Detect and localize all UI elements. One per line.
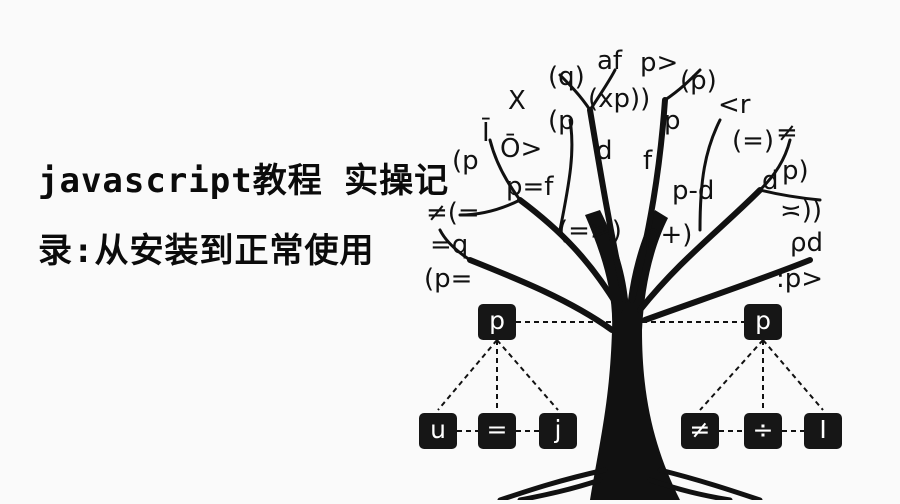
canopy-symbol: p+) xyxy=(644,220,693,250)
canopy-symbol: p> xyxy=(640,48,679,78)
tree-roots xyxy=(497,467,763,503)
canopy-symbol: af xyxy=(597,46,623,76)
tree-node-left-child-2: = xyxy=(478,413,516,449)
canopy-symbol: Ī xyxy=(482,118,490,148)
node-connectors xyxy=(437,321,824,432)
canopy-symbol: p xyxy=(664,106,681,136)
canopy-symbol: X xyxy=(508,86,526,116)
tree-trunk xyxy=(585,210,680,500)
canopy-symbol: d xyxy=(762,166,779,196)
canopy-symbol: d xyxy=(596,136,613,166)
canopy-symbol: p) xyxy=(782,156,809,186)
canopy-symbol: ≠(= xyxy=(426,198,480,228)
tree-node-left-child-1: u xyxy=(419,413,457,449)
tree-node-right-child-1: ≠ xyxy=(681,413,719,449)
canopy-symbol: p-d xyxy=(672,176,715,206)
canopy-symbol: (=) xyxy=(732,126,775,156)
canopy-symbol: <r xyxy=(718,90,751,120)
canopy-symbol: ≍)) xyxy=(780,196,823,226)
tree-node-left-child-3: j xyxy=(539,413,577,449)
canopy-symbol: p=f xyxy=(506,172,554,202)
tree-node-root-left: p xyxy=(478,304,516,340)
canopy-symbol: =q xyxy=(430,230,469,260)
tree-node-right-child-2: ÷ xyxy=(744,413,782,449)
canopy-symbol: :p> xyxy=(776,264,824,294)
canopy-symbol: Ō> xyxy=(500,134,543,164)
tree-node-right-child-3: I xyxy=(804,413,842,449)
tree-branches xyxy=(438,68,822,333)
canopy-symbol: (p= xyxy=(424,264,473,294)
canopy-symbol: f xyxy=(643,146,653,176)
canopy-symbol: (xp)) xyxy=(588,84,651,114)
canopy-symbol: ρd xyxy=(790,228,824,258)
canopy-symbol: (p xyxy=(452,146,479,176)
canopy-symbol: (p xyxy=(548,106,575,136)
tree-node-root-right: p xyxy=(744,304,782,340)
canopy-symbol: (q) xyxy=(548,62,585,92)
article-title-line-1: javascript教程 实操记 xyxy=(38,161,450,201)
canopy-symbol: ≠ xyxy=(776,118,798,148)
canopy-symbol: (=>) xyxy=(558,216,622,246)
article-title-line-2: 录:从安装到正常使用 xyxy=(38,231,375,271)
canopy-symbol: (p) xyxy=(680,66,717,96)
